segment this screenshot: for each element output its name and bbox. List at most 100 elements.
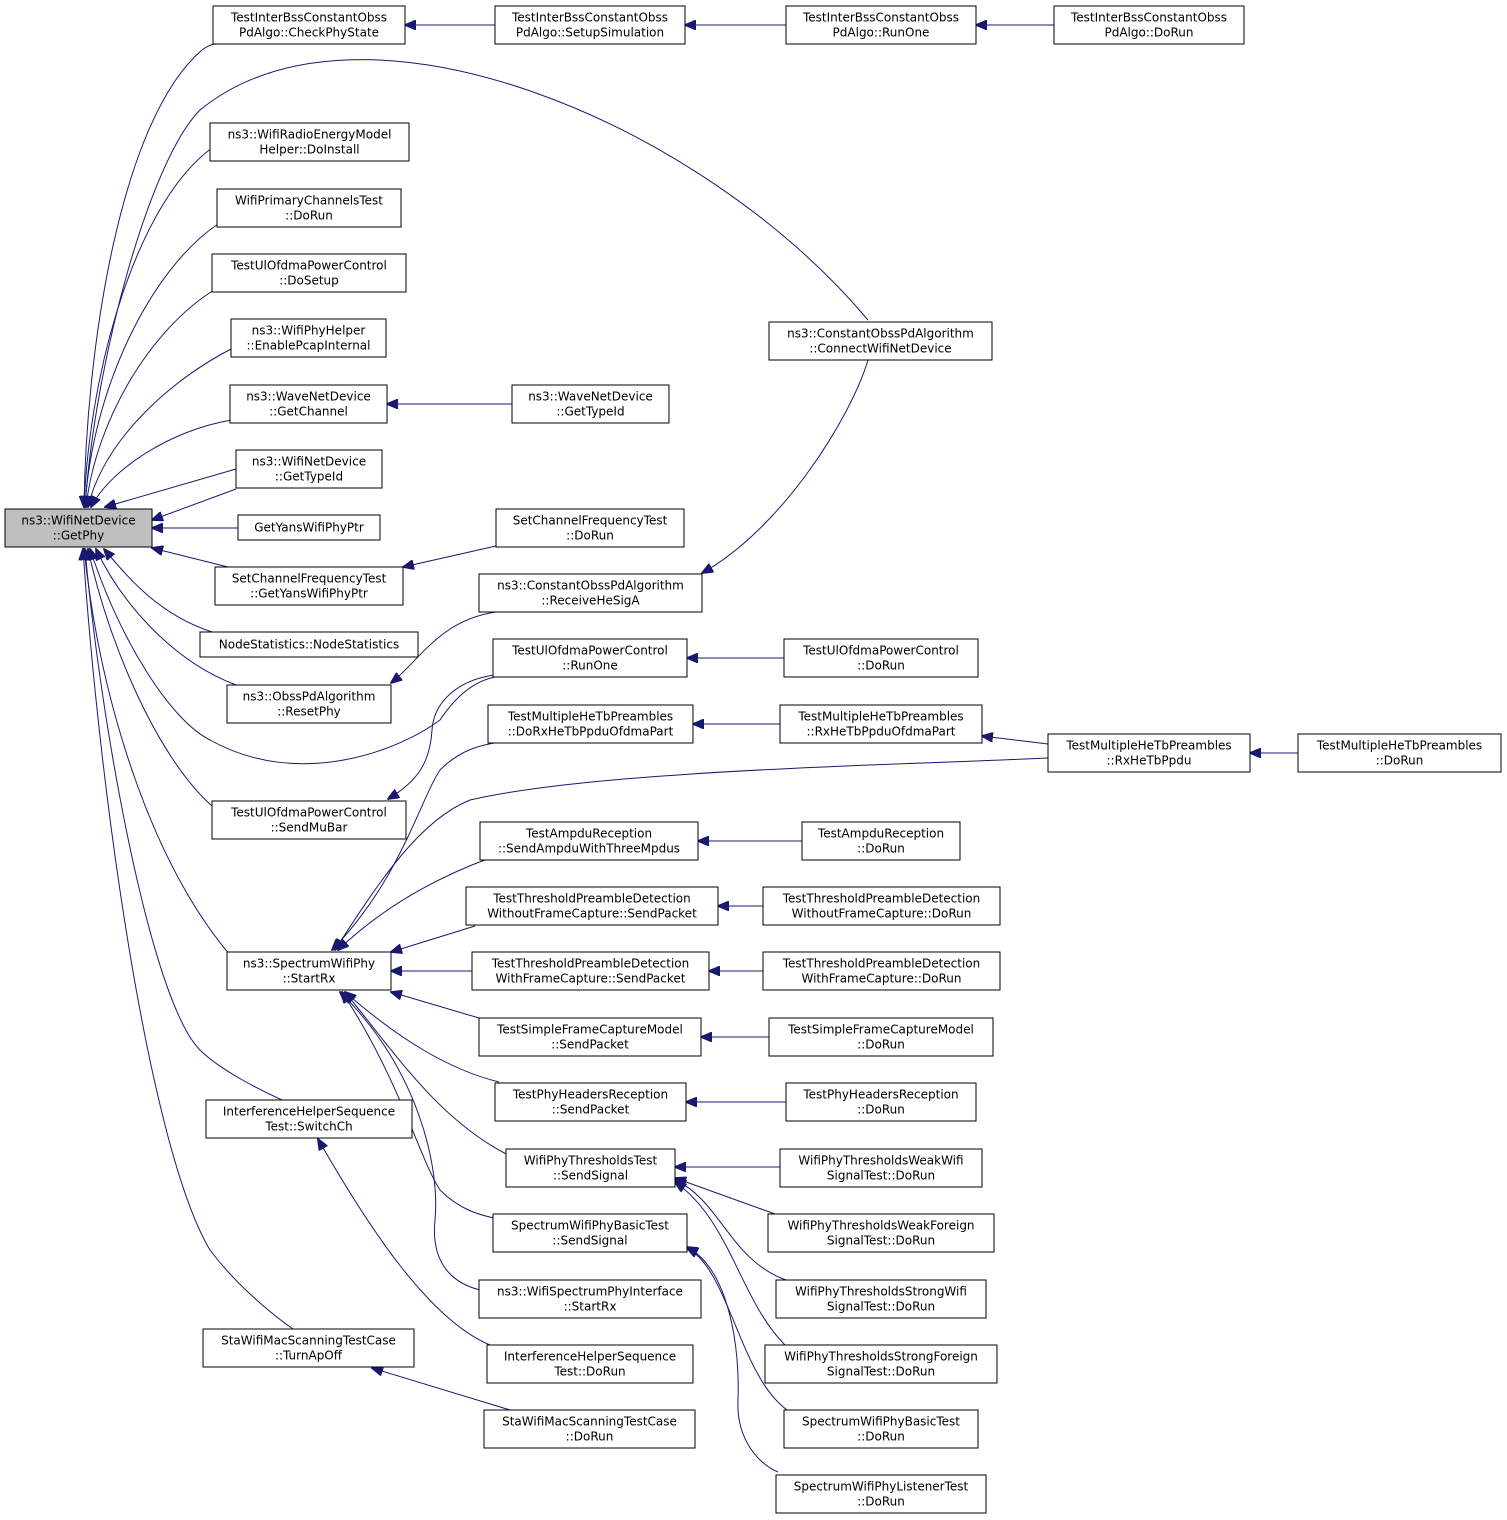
node-box xyxy=(226,951,392,991)
node-phr_send[interactable]: TestPhyHeadersReception::SendPacket xyxy=(494,1082,687,1122)
node-scf_getyans[interactable]: SetChannelFrequencyTest::GetYansWifiPhyP… xyxy=(214,566,404,606)
node-checkphystate[interactable]: TestInterBssConstantObssPdAlgo::CheckPhy… xyxy=(212,5,406,45)
node-box xyxy=(230,318,387,358)
node-ulofdma_runone[interactable]: TestUlOfdmaPowerControl::RunOne xyxy=(492,638,688,678)
node-label: ::TurnApOff xyxy=(275,1349,343,1363)
node-primary_dorun[interactable]: WifiPrimaryChannelsTest::DoRun xyxy=(216,188,402,228)
node-ulofdma_dosetup[interactable]: TestUlOfdmaPowerControl::DoSetup xyxy=(211,253,407,293)
node-label: WifiPrimaryChannelsTest xyxy=(235,194,383,208)
node-ulofdma_dorun[interactable]: TestUlOfdmaPowerControl::DoRun xyxy=(783,638,979,678)
node-ampdu_dorun[interactable]: TestAmpduReception::DoRun xyxy=(801,821,961,861)
node-box xyxy=(202,1328,415,1368)
node-wpt_strongwifi[interactable]: WifiPhyThresholdsStrongWifiSignalTest::D… xyxy=(775,1279,987,1319)
node-label: TestInterBssConstantObss xyxy=(1070,11,1227,25)
node-box xyxy=(483,1409,696,1449)
node-sfc_dorun[interactable]: TestSimpleFrameCaptureModel::DoRun xyxy=(768,1017,994,1057)
node-box xyxy=(768,321,993,361)
node-label: ::RxHeTbPpduOfdmaPart xyxy=(807,725,956,739)
node-wave_getchannel[interactable]: ns3::WaveNetDevice::GetChannel xyxy=(229,384,388,424)
node-energy_install[interactable]: ns3::WifiRadioEnergyModelHelper::DoInsta… xyxy=(209,122,410,162)
node-pcap[interactable]: ns3::WifiPhyHelper::EnablePcapInternal xyxy=(230,318,387,358)
node-wpt_strongforeign[interactable]: WifiPhyThresholdsStrongForeignSignalTest… xyxy=(764,1344,998,1384)
node-wifi_gettypeid[interactable]: ns3::WifiNetDevice::GetTypeId xyxy=(235,449,383,489)
node-getphy[interactable]: ns3::WifiNetDevice::GetPhy xyxy=(4,508,153,548)
node-label: TestThresholdPreambleDetection xyxy=(782,892,981,906)
node-label: TestInterBssConstantObss xyxy=(511,11,668,25)
node-mhe_dorun[interactable]: TestMultipleHeTbPreambles::DoRun xyxy=(1297,733,1502,773)
node-ampdu_send[interactable]: TestAmpduReception::SendAmpduWithThreeMp… xyxy=(479,821,699,861)
node-label: TestInterBssConstantObss xyxy=(230,11,387,25)
node-getyans[interactable]: GetYansWifiPhyPtr xyxy=(237,514,381,541)
node-label: WithFrameCapture::SendPacket xyxy=(496,972,686,986)
node-tpd_w_send[interactable]: TestThresholdPreambleDetectionWithFrameC… xyxy=(471,951,710,991)
node-label: ::DoRun xyxy=(857,1103,905,1117)
edge-mherx-to-startrx xyxy=(335,757,1049,950)
node-setupsim[interactable]: TestInterBssConstantObssPdAlgo::SetupSim… xyxy=(494,5,686,45)
edges-layer xyxy=(83,25,1298,1473)
edge-getyans-to-getphy xyxy=(152,488,237,520)
node-wpt_send[interactable]: WifiPhyThresholdsTest::SendSignal xyxy=(505,1148,676,1188)
node-label: ::SendPacket xyxy=(551,1038,629,1052)
edge-swpldorun-to-swpbsend xyxy=(687,1247,779,1473)
edge-sfcsend-to-startrx xyxy=(391,992,480,1019)
node-sfc_send[interactable]: TestSimpleFrameCaptureModel::SendPacket xyxy=(478,1017,702,1057)
edge-phrsend-to-startrx xyxy=(345,992,500,1083)
node-wpt_weakwifi[interactable]: WifiPhyThresholdsWeakWifiSignalTest::DoR… xyxy=(779,1148,983,1188)
node-label: InterferenceHelperSequence xyxy=(223,1105,395,1119)
node-label: ::ConnectWifiNetDevice xyxy=(809,342,951,356)
node-wpt_weakforeign[interactable]: WifiPhyThresholdsWeakForeignSignalTest::… xyxy=(767,1213,995,1253)
node-label: ns3::ObssPdAlgorithm xyxy=(243,690,376,704)
node-label: TestThresholdPreambleDetection xyxy=(491,957,690,971)
node-label: ns3::WifiNetDevice xyxy=(252,455,366,469)
node-startrx[interactable]: ns3::SpectrumWifiPhy::StartRx xyxy=(226,951,392,991)
node-resetphy[interactable]: ns3::ObssPdAlgorithm::ResetPhy xyxy=(226,684,392,724)
edge-staturnapoff-to-getphy xyxy=(83,549,294,1330)
node-tpd_wo_dorun[interactable]: TestThresholdPreambleDetectionWithoutFra… xyxy=(762,886,1001,926)
node-phr_dorun[interactable]: TestPhyHeadersReception::DoRun xyxy=(785,1082,977,1122)
node-label: ::StartRx xyxy=(283,972,336,986)
node-label: ::DoRxHeTbPpduOfdmaPart xyxy=(508,725,674,739)
node-swpb_send[interactable]: SpectrumWifiPhyBasicTest::SendSignal xyxy=(492,1213,688,1253)
node-sta_dorun[interactable]: StaWifiMacScanningTestCase::DoRun xyxy=(483,1409,696,1449)
node-swpl_dorun[interactable]: SpectrumWifiPhyListenerTest::DoRun xyxy=(775,1474,987,1514)
node-mhe_rx[interactable]: TestMultipleHeTbPreambles::RxHeTbPpdu xyxy=(1047,733,1251,773)
node-label: TestSimpleFrameCaptureModel xyxy=(496,1023,683,1037)
edge-resetphy-to-getphy xyxy=(96,549,237,686)
node-nodestats[interactable]: NodeStatistics::NodeStatistics xyxy=(199,631,419,658)
node-label: ::SendSignal xyxy=(553,1169,628,1183)
node-label: SetChannelFrequencyTest xyxy=(232,572,387,586)
node-mhe_rxofdma[interactable]: TestMultipleHeTbPreambles::RxHeTbPpduOfd… xyxy=(779,704,983,744)
node-tpd_wo_send[interactable]: TestThresholdPreambleDetectionWithoutFra… xyxy=(465,886,719,926)
node-box xyxy=(216,188,402,228)
node-label: ::ResetPhy xyxy=(277,705,341,719)
node-wspi_startrx[interactable]: ns3::WifiSpectrumPhyInterface::StartRx xyxy=(478,1279,702,1319)
node-tpd_w_dorun[interactable]: TestThresholdPreambleDetectionWithFrameC… xyxy=(762,951,1001,991)
node-receivehesiga[interactable]: ns3::ConstantObssPdAlgorithm::ReceiveHeS… xyxy=(478,573,703,613)
node-box xyxy=(494,1082,687,1122)
node-sta_turnapoff[interactable]: StaWifiMacScanningTestCase::TurnApOff xyxy=(202,1328,415,1368)
node-swpb_dorun[interactable]: SpectrumWifiPhyBasicTest::DoRun xyxy=(783,1409,979,1449)
node-label: ::GetYansWifiPhyPtr xyxy=(250,587,368,601)
node-connect[interactable]: ns3::ConstantObssPdAlgorithm::ConnectWif… xyxy=(768,321,993,361)
node-label: ns3::WifiPhyHelper xyxy=(252,324,366,338)
node-box xyxy=(785,1082,977,1122)
node-box xyxy=(1047,733,1251,773)
node-box xyxy=(775,1279,987,1319)
node-box xyxy=(762,886,1001,926)
node-mhe_dorx[interactable]: TestMultipleHeTbPreambles::DoRxHeTbPpduO… xyxy=(487,704,694,744)
node-label: ::DoRun xyxy=(566,529,614,543)
node-label: Test::DoRun xyxy=(553,1365,625,1379)
node-sendmubar[interactable]: TestUlOfdmaPowerControl::SendMuBar xyxy=(211,800,407,840)
node-scf_dorun[interactable]: SetChannelFrequencyTest::DoRun xyxy=(495,508,685,548)
node-label: TestInterBssConstantObss xyxy=(802,11,959,25)
node-box xyxy=(1297,733,1502,773)
node-label: SetChannelFrequencyTest xyxy=(513,514,668,528)
node-box xyxy=(779,704,983,744)
node-wave_gettypeid[interactable]: ns3::WaveNetDevice::GetTypeId xyxy=(511,384,670,424)
node-label: SpectrumWifiPhyBasicTest xyxy=(802,1415,960,1429)
nodes-layer: ns3::WifiNetDevice::GetPhy TestInterBssCo… xyxy=(4,5,1502,1514)
